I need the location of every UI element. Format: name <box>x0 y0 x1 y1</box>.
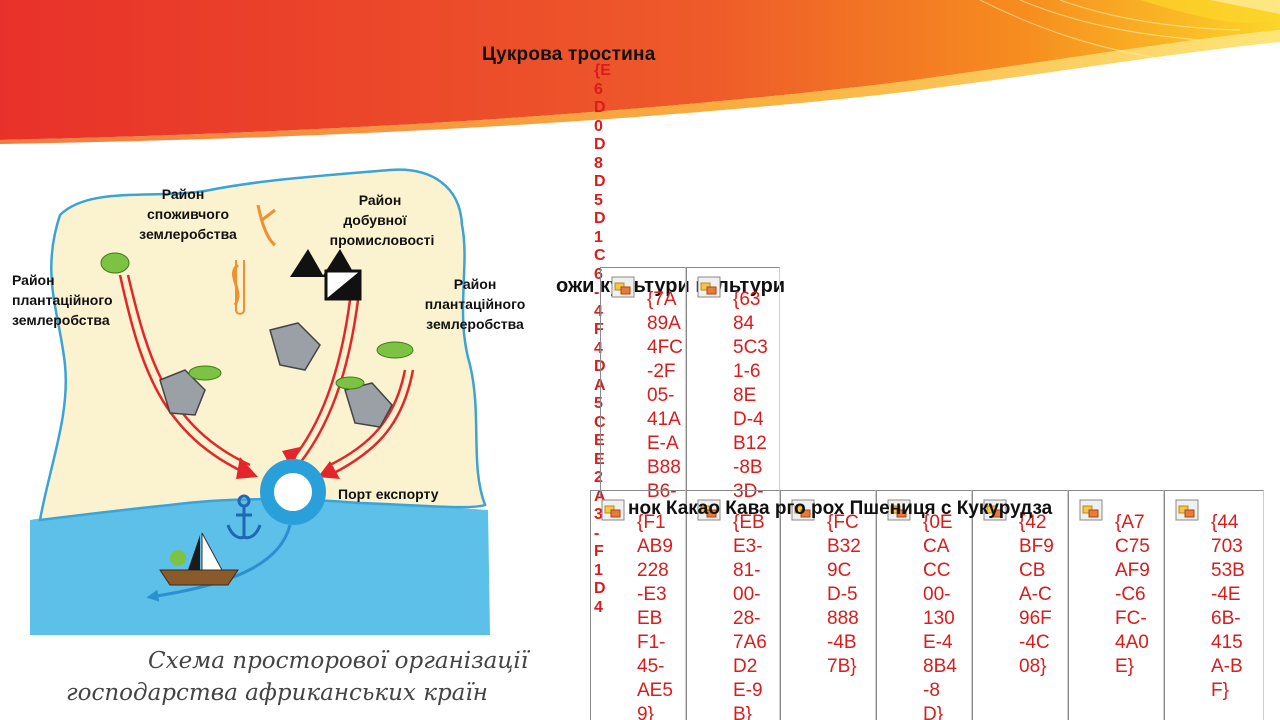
broken-object-icon <box>887 499 911 521</box>
broken-object-icon <box>1079 499 1103 521</box>
ole-object-id: {4470353B-4E6B-415A-BF} <box>1211 512 1245 701</box>
slide-label-bottom: нок Какао Кава рго рох Пшениця с Кукуруд… <box>628 498 1053 519</box>
ole-object-frame[interactable]: {F1AB9228-E3EBF1-45-AE59} <box>590 490 686 720</box>
ole-object-id: {EBE3-81-00-28-7A6D2E-9B} <box>733 512 767 720</box>
label-plantation-right-line2: плантаційного <box>425 296 526 312</box>
label-plantation-left-line2: плантаційного <box>12 292 113 308</box>
label-consumer-line3: землеробства <box>139 226 237 242</box>
anchor-icon <box>226 494 262 540</box>
broken-object-icon <box>983 499 1007 521</box>
ole-object-frame[interactable]: {EBE3-81-00-28-7A6D2E-9B} <box>686 490 780 720</box>
ole-object-frame[interactable]: {FCB329CD-5888-4B7B} <box>780 490 876 720</box>
broken-object-icon <box>611 276 635 298</box>
land-area <box>38 168 487 522</box>
label-consumer-line2: споживчого <box>147 206 229 222</box>
ole-object-frame[interactable]: {A7C75AF9-C6FC-4A0E} <box>1068 490 1164 720</box>
ole-object-id: {F1AB9228-E3EBF1-45-AE59} <box>637 512 673 720</box>
africa-economy-scheme-map: Район споживчого землеробства Район добувно… <box>12 168 531 706</box>
caption-line1: Схема просторової організації <box>148 648 531 674</box>
label-plantation-left-line3: землеробства <box>12 312 110 328</box>
header-swoosh-decoration <box>0 0 1280 144</box>
label-mining-line1: Район <box>359 192 402 208</box>
plant-glyph <box>256 204 276 247</box>
ghost-guid-column: {E6D0D8D5D1C6-4F4DA5CEE2A3-F1D4 <box>594 62 611 616</box>
ole-object-id: {42BF9CBA-C96F-4C08} <box>1019 512 1054 677</box>
ship-icon <box>159 532 239 586</box>
broken-object-icon <box>697 499 721 521</box>
port-ring-icon <box>260 459 326 525</box>
river-outline <box>235 260 245 315</box>
broken-object-icon <box>1175 499 1199 521</box>
ole-object-frame[interactable]: {7A89A4FC-2F05-41AE-AB88B6-50C6BA45} <box>600 267 686 497</box>
ole-object-id: {7A89A4FC-2F05-41AE-AB88B6-50C6BA45} <box>647 289 683 497</box>
ole-object-id: {A7C75AF9-C6FC-4A0E} <box>1115 512 1150 677</box>
ole-object-frame[interactable]: {42BF9CBA-C96F-4C08} <box>972 490 1068 720</box>
ole-object-id: {FCB329CD-5888-4B7B} <box>827 512 861 677</box>
broken-object-icon <box>601 499 625 521</box>
label-plantation-right-line3: землеробства <box>426 316 524 332</box>
crop-icons <box>100 252 414 390</box>
label-mining-line2: добувної <box>343 212 407 228</box>
label-port: Порт експорту <box>338 486 439 502</box>
export-route-arrow <box>146 524 292 602</box>
ole-object-frame[interactable]: {4470353B-4E6B-415A-BF} <box>1164 490 1264 720</box>
label-mining-line3: промисловості <box>330 232 435 248</box>
factory-icon <box>159 322 393 428</box>
ole-object-frame[interactable]: {0ECACC00-130E-48B4-8D} <box>876 490 972 720</box>
slide-label-top: Цукрова тростина <box>482 44 656 65</box>
ole-object-id: {6384 5C31-68ED-4B12-8B3D-47A038B9B1} <box>733 289 768 497</box>
label-consumer-line1: Район <box>162 186 205 202</box>
broken-object-icon <box>697 276 721 298</box>
ole-object-id: {0ECACC00-130E-48B4-8D} <box>923 512 957 720</box>
label-plantation-right-line1: Район <box>454 276 497 292</box>
broken-object-icon <box>791 499 815 521</box>
ole-object-frame[interactable]: {6384 5C31-68ED-4B12-8B3D-47A038B9B1} <box>686 267 780 497</box>
mining-mountains-icon <box>290 249 362 301</box>
caption-line2: господарства африканських країн <box>66 680 488 706</box>
sea-area <box>30 498 490 635</box>
label-plantation-left-line1: Район <box>12 272 55 288</box>
